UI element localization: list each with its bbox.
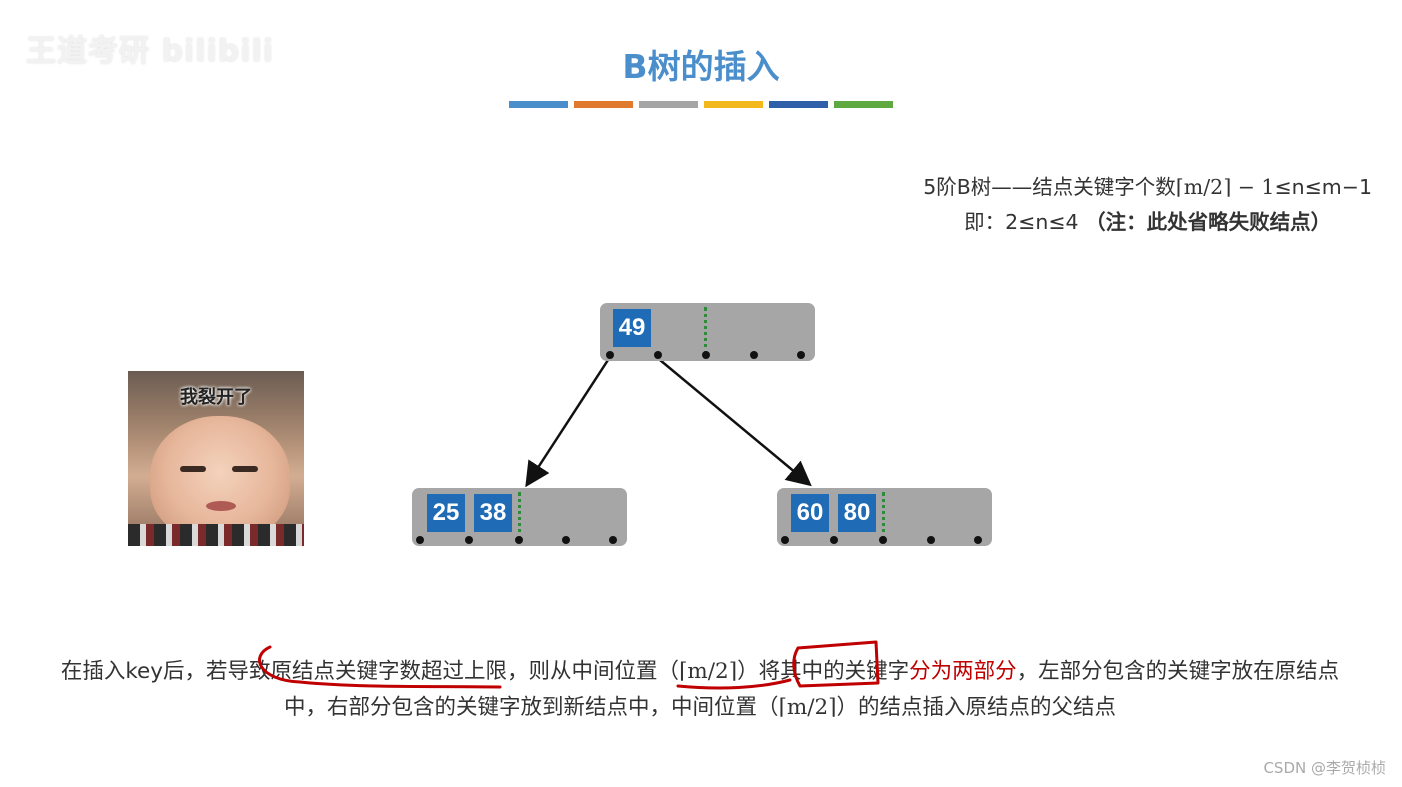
btree-root-node: 49 [600, 303, 815, 361]
child-pointer-dot [927, 536, 935, 544]
meme-image: 我裂开了 [128, 371, 304, 546]
child-pointer-dot [781, 536, 789, 544]
separator-dotted [704, 307, 707, 355]
color-bar-segment-gray [639, 101, 698, 108]
para-ceil-formula-1: ⌈m/2⌉ [679, 659, 738, 684]
edge-root-to-right [659, 359, 812, 487]
para-part-6: ，左部分包含的关键字放在原结点中，右部分包含的关键字放到新结点中，中间位置（ [283, 659, 1340, 720]
slide-title: B树的插入 [622, 47, 780, 86]
eye-right [232, 466, 258, 472]
shirt-pattern [128, 524, 304, 546]
child-pointer-dot [974, 536, 982, 544]
child-pointer-dot [515, 536, 523, 544]
info-line-2: 即：2≤n≤4 （注：此处省略失败结点） [923, 205, 1372, 240]
ink-box-formula [792, 640, 880, 688]
key-box: 38 [474, 494, 512, 532]
color-bar-segment-yellow [704, 101, 763, 108]
meme-caption: 我裂开了 [180, 387, 252, 408]
color-bar-segment-darkblue [769, 101, 828, 108]
btree-order-info: 5阶B树——结点关键字个数⌈m/2⌉ − 1≤n≤m−1 即：2≤n≤4 （注：… [923, 170, 1372, 240]
color-bar-segment-green [834, 101, 893, 108]
para-part-4: ）将其中的关键字 [737, 659, 910, 684]
para-part-1: 在插入key后， [60, 659, 206, 684]
baby-face-illustration [150, 416, 290, 541]
info-line-1-suffix: ≤n≤m−1 [1274, 175, 1372, 199]
key-box: 49 [613, 309, 651, 347]
child-pointer-dot [606, 351, 614, 359]
mouth [206, 501, 236, 511]
key-box: 60 [791, 494, 829, 532]
child-pointer-dot [654, 351, 662, 359]
child-pointer-dot [609, 536, 617, 544]
ink-underline-2 [676, 678, 792, 690]
para-part-8: ）的结点插入原结点的父结点 [836, 695, 1117, 720]
child-pointer-dot [416, 536, 424, 544]
info-line-1-prefix: 5阶B树——结点关键字个数 [923, 175, 1176, 199]
ink-underline-1 [258, 645, 502, 689]
source-credit: CSDN @李贺桢桢 [1263, 759, 1386, 777]
btree-left-node: 25 38 [412, 488, 627, 546]
color-bar [509, 101, 893, 108]
child-pointer-dot [562, 536, 570, 544]
eye-left [180, 466, 206, 472]
child-pointer-dot [750, 351, 758, 359]
info-line-2-prefix: 即：2≤n≤4 [964, 210, 1079, 234]
info-note: （注：此处省略失败结点） [1085, 210, 1332, 234]
color-bar-segment-blue [509, 101, 568, 108]
info-line-1: 5阶B树——结点关键字个数⌈m/2⌉ − 1≤n≤m−1 [923, 170, 1372, 205]
btree-right-node: 60 80 [777, 488, 992, 546]
child-pointer-dot [702, 351, 710, 359]
para-ceil-formula-2: ⌈m/2⌉ [778, 695, 837, 720]
child-pointer-dot [830, 536, 838, 544]
key-box: 25 [427, 494, 465, 532]
child-pointer-dot [797, 351, 805, 359]
edge-root-to-left [525, 359, 610, 488]
key-box: 80 [838, 494, 876, 532]
para-emphasis-split: 分为两部分 [909, 659, 1017, 684]
color-bar-segment-orange [574, 101, 633, 108]
child-pointer-dot [879, 536, 887, 544]
watermark-logo: 王道考研 bilibili [26, 34, 275, 69]
separator-dotted [882, 492, 885, 540]
info-ceil-formula: ⌈m/2⌉ − 1 [1175, 175, 1275, 199]
separator-dotted [518, 492, 521, 540]
child-pointer-dot [465, 536, 473, 544]
